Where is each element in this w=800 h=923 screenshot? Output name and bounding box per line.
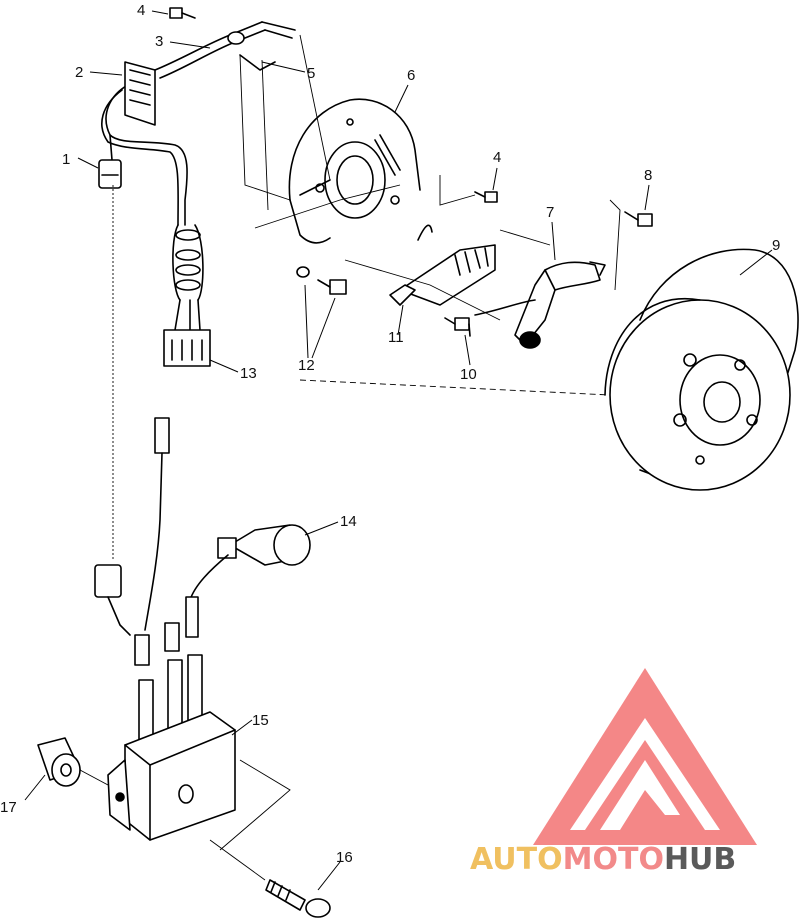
rectifier-bracket [124, 61, 156, 126]
pulser-coil [474, 261, 606, 349]
watermark-moto: MOTO [562, 842, 664, 877]
callout-10: 10 [460, 366, 477, 383]
callout-9: 9 [772, 237, 781, 254]
callout-13: 13 [240, 365, 257, 382]
wire-lead-top [144, 417, 170, 631]
wire-coil-bundle [172, 224, 204, 331]
ignition-coil [107, 711, 236, 841]
watermark-logo-text: AUTOMOTOHUB [470, 845, 736, 875]
bushing-17 [37, 737, 81, 787]
screw-8 [624, 211, 653, 227]
callout-6: 6 [407, 67, 416, 84]
bolt-16 [265, 879, 331, 918]
ignition-coil-posts [134, 622, 203, 741]
flywheel [604, 248, 799, 491]
connector-13 [163, 329, 211, 367]
callout-5: 5 [307, 65, 316, 82]
callout-2: 2 [75, 64, 84, 81]
stator-coil [399, 224, 496, 306]
spark-plug-cap [217, 524, 311, 566]
callout-3: 3 [155, 33, 164, 50]
callout-4-top: 4 [137, 2, 146, 19]
callout-16: 16 [336, 849, 353, 866]
callout-15: 15 [252, 712, 269, 729]
callout-11: 11 [388, 329, 404, 346]
callout-1: 1 [62, 151, 71, 168]
screw-10 [444, 317, 471, 337]
callout-8: 8 [644, 167, 653, 184]
callout-17: 17 [0, 799, 17, 816]
leader-lines [24, 10, 773, 891]
watermark-triangle-icon [533, 668, 757, 845]
watermark-auto: AUTO [470, 842, 563, 877]
callout-12: 12 [298, 357, 315, 374]
screw-4-stator [474, 191, 498, 203]
callout-7: 7 [546, 204, 555, 221]
watermark-hub: HUB [663, 842, 737, 877]
stator-plate [288, 98, 421, 244]
callout-4-stator: 4 [493, 149, 502, 166]
wire-harness [101, 21, 296, 226]
wire-clip-5 [239, 54, 276, 71]
callout-14: 14 [340, 513, 357, 530]
screw-4-top [169, 7, 196, 19]
grommet [227, 31, 245, 45]
screw-12 [296, 266, 347, 295]
clamp-11 [389, 284, 416, 306]
hv-lead [185, 554, 229, 638]
harness-connector [98, 159, 122, 189]
connector-lower [94, 564, 131, 636]
